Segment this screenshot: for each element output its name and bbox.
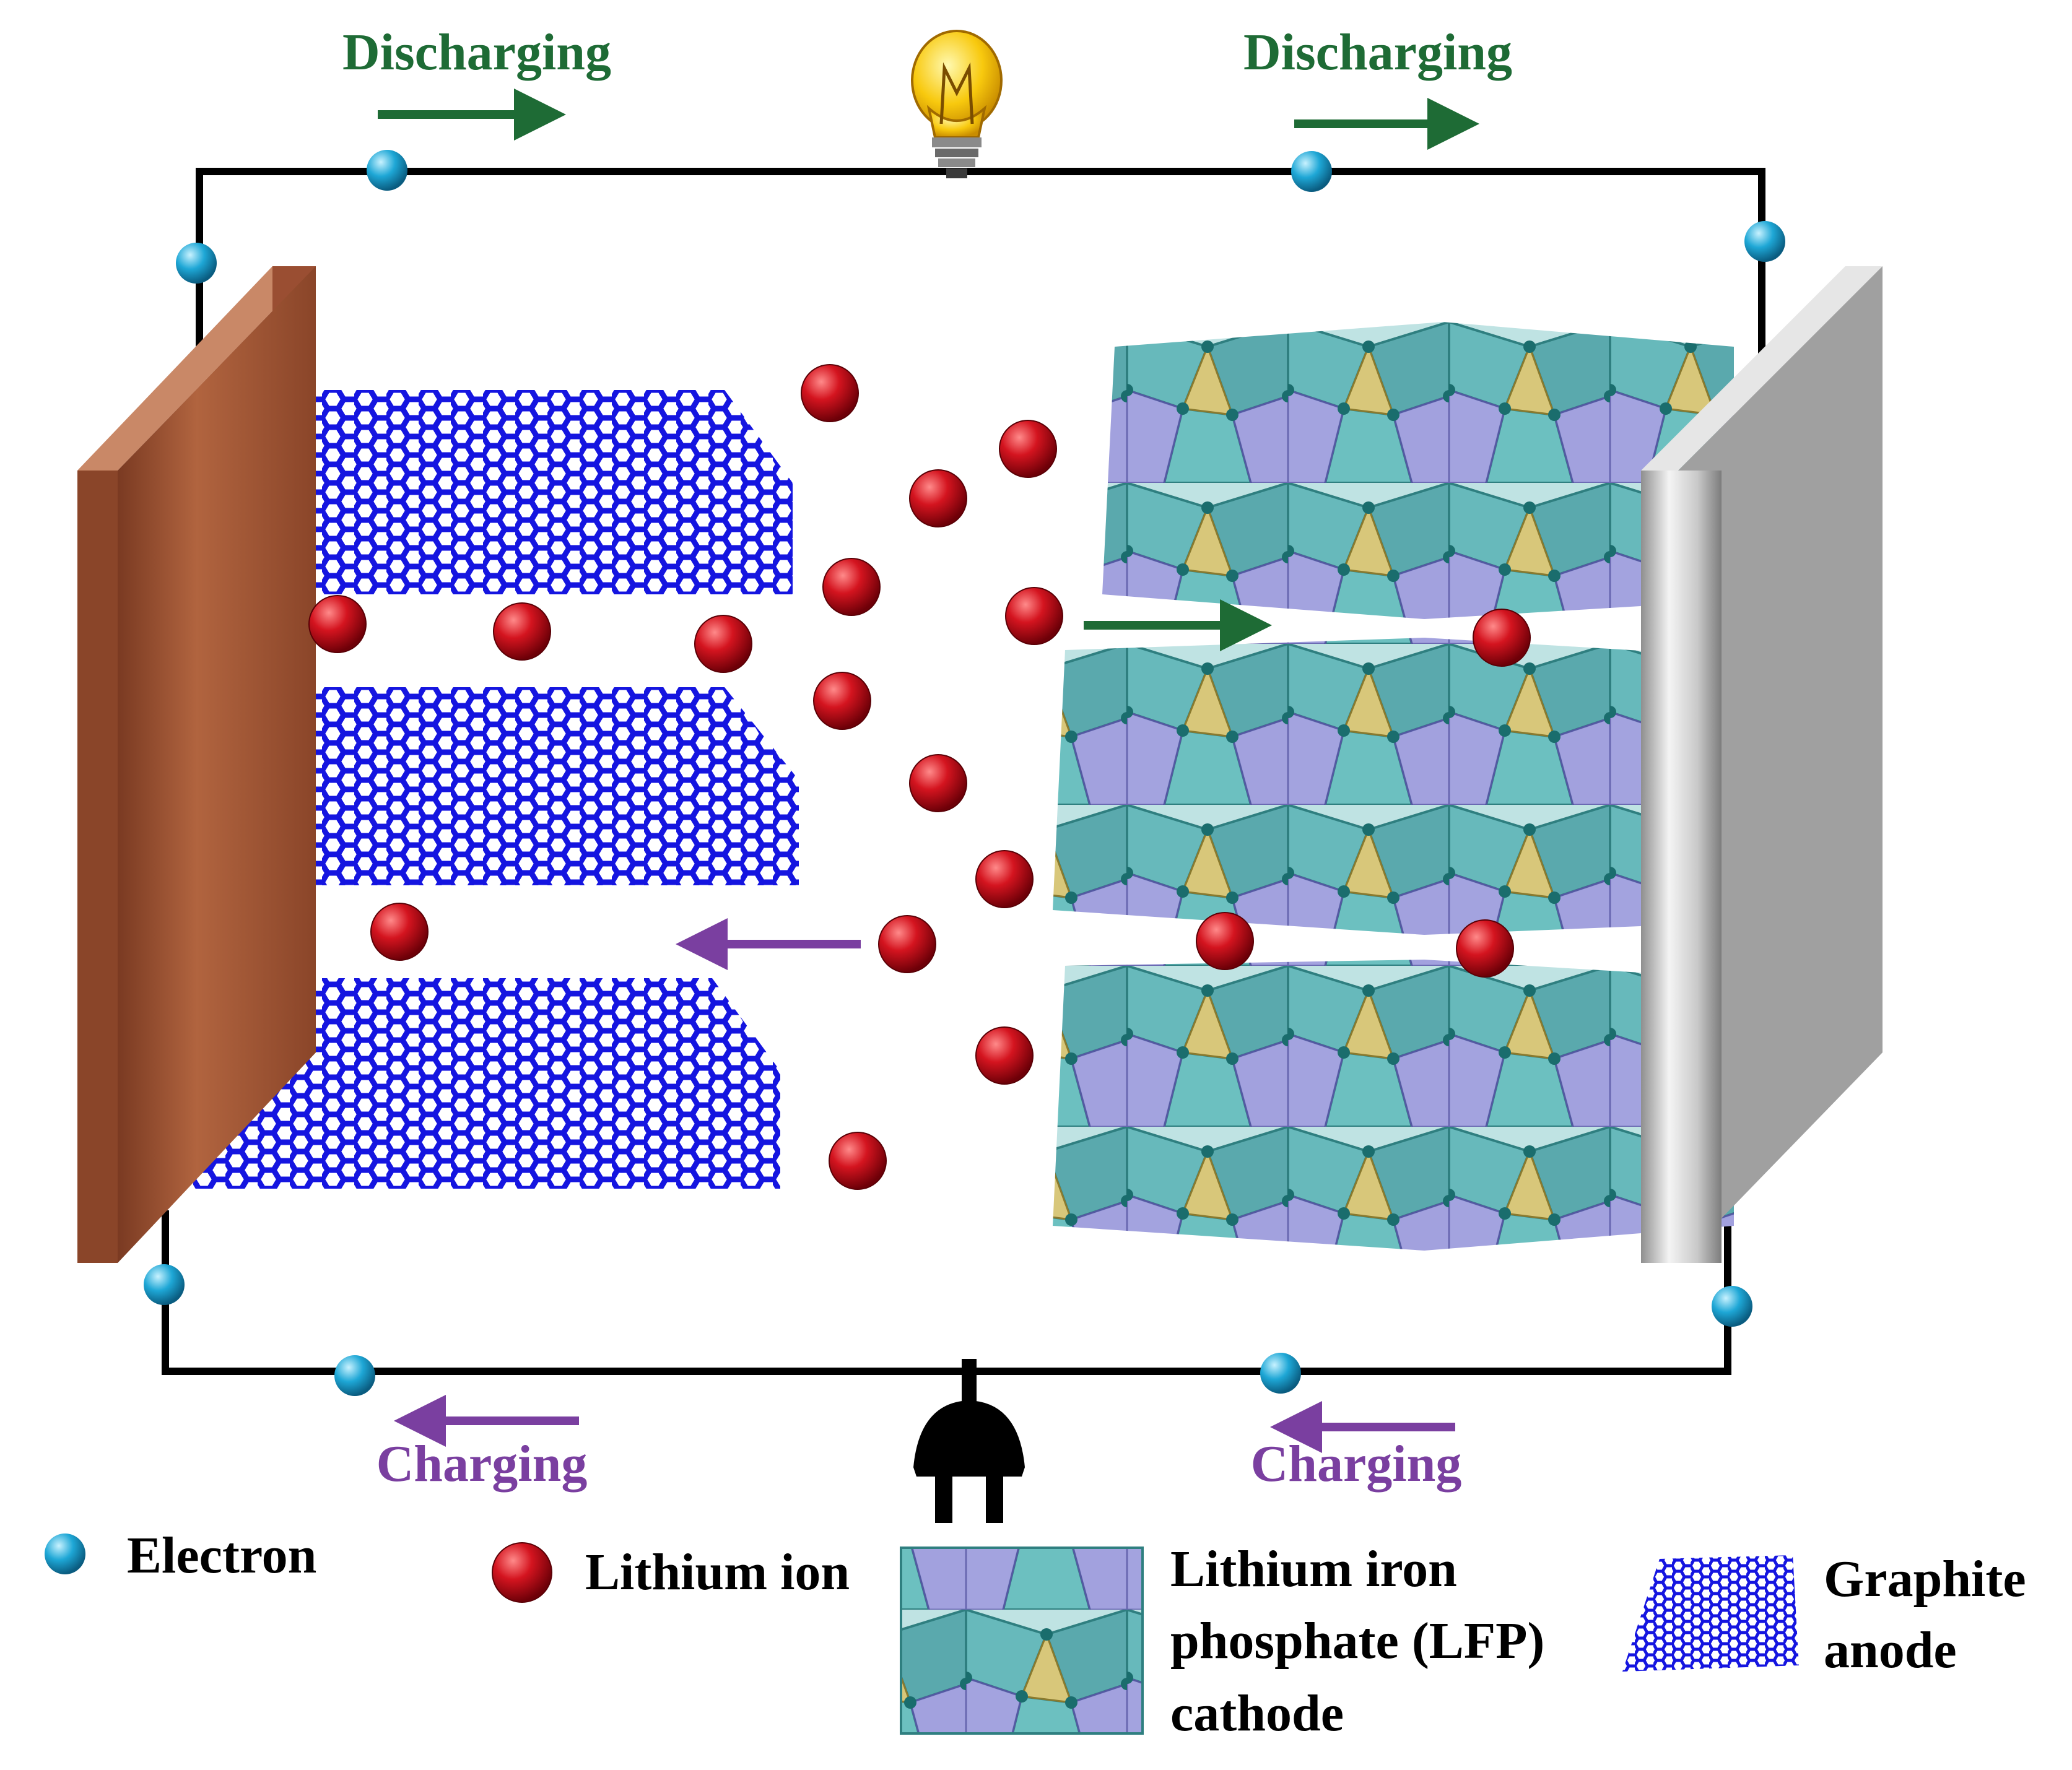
flow-arrows (378, 89, 1479, 1453)
lithium-ion (694, 615, 752, 673)
lithium-ion (999, 420, 1057, 478)
legend-lfp-line3: cathode (1170, 1685, 1344, 1742)
electron (1712, 1286, 1752, 1327)
lithium-ion (370, 903, 429, 961)
lithium-ion (1196, 912, 1254, 970)
legend-graphite-line1: Graphite (1824, 1550, 2026, 1608)
electron (1260, 1353, 1301, 1394)
lithium-ions (308, 364, 1531, 1190)
legend-graphite-swatch (1622, 1555, 1799, 1672)
legend-lfp-line2: phosphate (LFP) (1170, 1612, 1544, 1670)
electron (334, 1355, 375, 1396)
lithium-ion (801, 364, 859, 422)
lithium-ion (909, 469, 967, 527)
lithium-ion (493, 602, 551, 661)
lfp-layer-middle (1053, 638, 1734, 935)
legend-lithium-ion-label: Lithium ion (585, 1543, 850, 1601)
legend-electron-swatch (45, 1534, 85, 1574)
discharging-label-right: Discharging (1243, 24, 1512, 81)
light-bulb-icon (911, 30, 1003, 178)
lithium-ion (878, 915, 936, 973)
legend: Electron Lithium ion Lithium iron phosph… (45, 1527, 2026, 1742)
legend-lfp-line1: Lithium iron (1170, 1540, 1457, 1598)
legend-graphite-line2: anode (1824, 1621, 1957, 1679)
lithium-ion (822, 558, 881, 616)
electron (1291, 151, 1332, 192)
lithium-ion (975, 850, 1034, 908)
lithium-ion (829, 1132, 887, 1190)
electron (1744, 221, 1785, 262)
electron (367, 150, 407, 191)
charging-label-left: Charging (377, 1435, 588, 1493)
power-plug-icon (913, 1359, 1025, 1523)
lithium-ion (813, 672, 871, 730)
electron (176, 243, 217, 284)
lithium-ion (1005, 587, 1063, 645)
legend-electron-label: Electron (127, 1527, 316, 1584)
discharging-label-left: Discharging (342, 24, 611, 81)
copper-current-collector (77, 266, 316, 1263)
lithium-ion (975, 1026, 1034, 1085)
aluminum-current-collector (1641, 266, 1883, 1263)
charging-label-right: Charging (1251, 1435, 1462, 1493)
lithium-ion (909, 754, 967, 812)
lithium-ion (1473, 609, 1531, 667)
electron (144, 1264, 185, 1305)
lfp-layer-bottom (1053, 960, 1734, 1251)
lithium-ion (308, 595, 367, 653)
legend-lfp-swatch (900, 1547, 1144, 1735)
electrons (144, 150, 1785, 1396)
lithium-ion (1456, 919, 1514, 978)
lfp-cathode-layers (1053, 322, 1734, 1251)
legend-lithium-ion-swatch (492, 1542, 552, 1603)
lfp-layer-top (1102, 322, 1734, 619)
